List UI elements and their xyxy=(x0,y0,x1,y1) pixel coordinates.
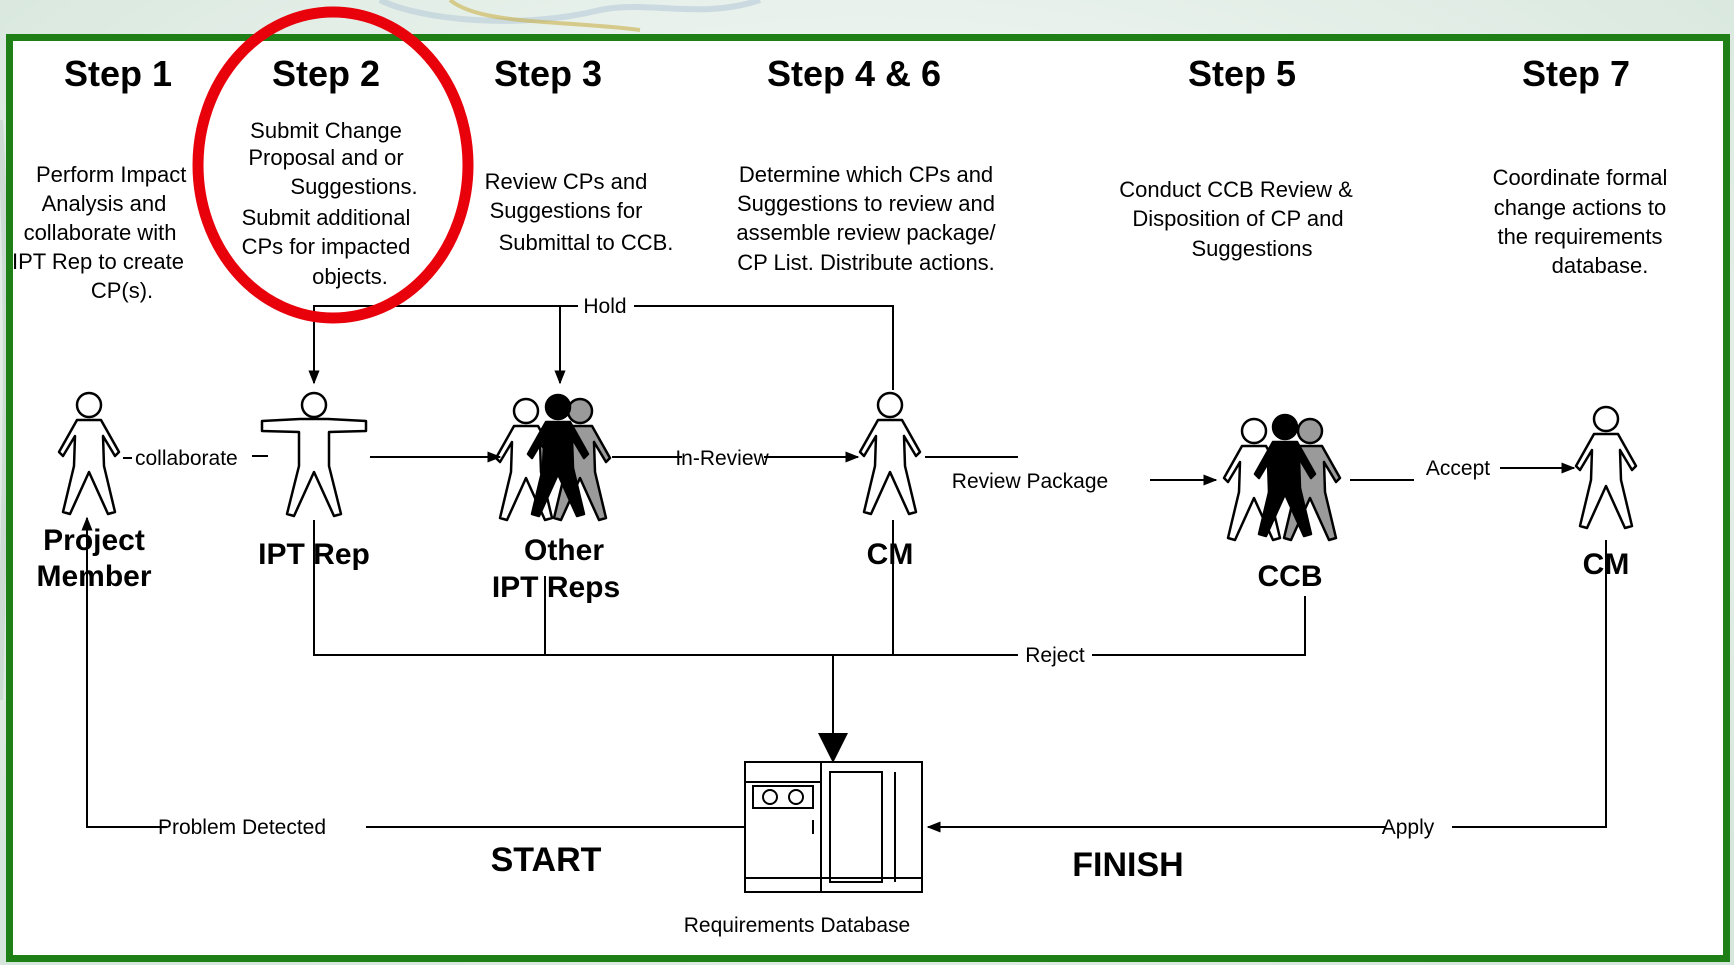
cm-final-figure xyxy=(1576,407,1636,528)
project-member-label: Project xyxy=(43,524,145,557)
reject-label: Reject xyxy=(1025,644,1085,667)
svg-text:Proposal and or: Proposal and or xyxy=(248,145,403,170)
other-ipt-reps-label-2: IPT Reps xyxy=(492,571,620,604)
svg-text:Submittal to CCB.: Submittal to CCB. xyxy=(499,230,674,255)
svg-text:Suggestions.: Suggestions. xyxy=(290,174,417,199)
collaborate-label: collaborate xyxy=(135,447,238,470)
svg-text:Suggestions for: Suggestions for xyxy=(490,198,643,223)
ipt-rep-figure xyxy=(262,393,366,516)
svg-text:Disposition of CP and: Disposition of CP and xyxy=(1132,206,1343,231)
step-4-6-title: Step 4 & 6 xyxy=(767,53,941,94)
step-1-title: Step 1 xyxy=(64,53,172,94)
reject-bus xyxy=(314,520,1305,760)
step-3-title: Step 3 xyxy=(494,53,602,94)
problem-detected-label: Problem Detected xyxy=(158,816,326,839)
accept-label: Accept xyxy=(1426,457,1490,480)
svg-text:change actions to: change actions to xyxy=(1494,195,1666,220)
step-5-description: Conduct CCB Review & Disposition of CP a… xyxy=(1119,177,1353,261)
start-label: START xyxy=(491,841,602,879)
cm-review-figure xyxy=(860,393,920,514)
svg-text:Review CPs and: Review CPs and xyxy=(485,169,648,194)
other-ipt-reps-figure xyxy=(496,395,610,520)
svg-text:Submit Change: Submit Change xyxy=(250,118,402,143)
svg-text:database.: database. xyxy=(1552,253,1649,278)
cm-review-label: CM xyxy=(867,538,914,571)
svg-text:objects.: objects. xyxy=(312,264,388,289)
ccb-label: CCB xyxy=(1258,560,1323,593)
ccb-figure xyxy=(1224,415,1340,540)
svg-text:Determine which CPs and: Determine which CPs and xyxy=(739,162,993,187)
requirements-database-label: Requirements Database xyxy=(684,914,910,937)
step-7-description: Coordinate formal change actions to the … xyxy=(1493,165,1668,278)
step-5-title: Step 5 xyxy=(1188,53,1296,94)
step-2-title: Step 2 xyxy=(272,53,380,94)
svg-text:Suggestions: Suggestions xyxy=(1191,236,1312,261)
problem-detected-loop xyxy=(87,518,746,827)
review-package-label: Review Package xyxy=(952,470,1108,493)
svg-text:Perform Impact: Perform Impact xyxy=(36,162,186,187)
step-2-description: Submit Change Proposal and or Suggestion… xyxy=(242,118,418,289)
svg-text:Coordinate formal: Coordinate formal xyxy=(1493,165,1668,190)
svg-text:Conduct CCB Review &: Conduct CCB Review & xyxy=(1119,177,1353,202)
step-7-title: Step 7 xyxy=(1522,53,1630,94)
svg-text:Suggestions to review and: Suggestions to review and xyxy=(737,191,995,216)
svg-text:Analysis and: Analysis and xyxy=(42,191,167,216)
apply-label: Apply xyxy=(1382,816,1435,839)
svg-text:Submit additional: Submit additional xyxy=(242,205,411,230)
svg-text:CP(s).: CP(s). xyxy=(91,278,153,303)
requirements-database-icon xyxy=(745,762,922,892)
finish-label: FINISH xyxy=(1072,846,1183,884)
step-1-description: Perform Impact Analysis and collaborate … xyxy=(12,162,186,303)
project-member-figure xyxy=(59,393,119,514)
hold-loop xyxy=(314,306,893,390)
svg-text:collaborate with: collaborate with xyxy=(24,220,177,245)
step-4-6-description: Determine which CPs and Suggestions to r… xyxy=(736,162,996,275)
hold-label: Hold xyxy=(583,295,626,318)
other-ipt-reps-label: Other xyxy=(524,534,604,567)
project-member-label-2: Member xyxy=(36,560,151,593)
svg-text:IPT Rep to create: IPT Rep to create xyxy=(12,249,184,274)
svg-text:the requirements: the requirements xyxy=(1497,224,1662,249)
in-review-label: In-Review xyxy=(675,447,769,470)
svg-text:CP List. Distribute actions.: CP List. Distribute actions. xyxy=(737,250,995,275)
svg-text:CPs for impacted: CPs for impacted xyxy=(242,234,411,259)
svg-text:assemble review package/: assemble review package/ xyxy=(736,220,996,245)
step-3-description: Review CPs and Suggestions for Submittal… xyxy=(485,169,674,255)
